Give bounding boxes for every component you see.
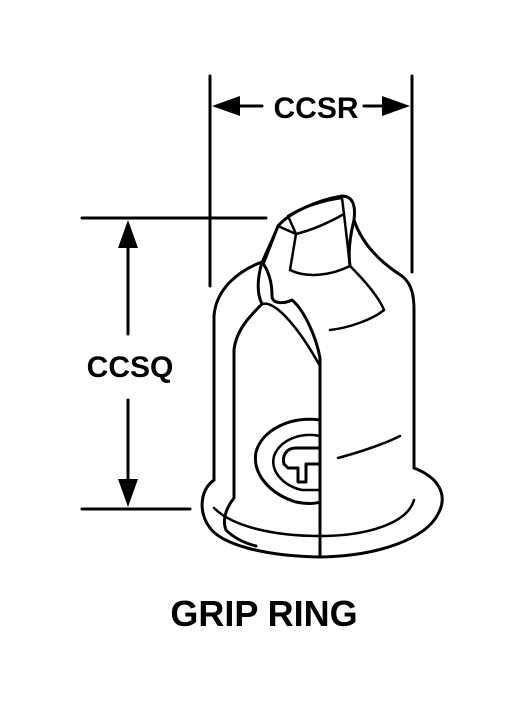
grip-ring-part <box>200 194 444 559</box>
diagram-title: GRIP RING <box>170 593 357 634</box>
height-arrowhead-bottom <box>118 479 138 507</box>
cutaway-outer-edge <box>260 260 322 558</box>
width-arrowhead-left <box>212 96 240 116</box>
tip-flat-face <box>288 212 352 277</box>
cutaway-rim <box>260 302 322 368</box>
cavity-inner <box>272 433 322 492</box>
height-dimension: CCSQ <box>80 216 268 511</box>
width-dimension-label: CCSR <box>273 92 358 125</box>
body-right-wall <box>352 218 416 470</box>
hook-detail <box>282 446 322 484</box>
base-flange-inner <box>212 498 416 538</box>
height-arrowhead-top <box>118 220 138 248</box>
body-shade-right <box>336 434 402 460</box>
tip-cap <box>286 196 346 236</box>
body-crease-right <box>328 264 386 332</box>
cavity-outline <box>253 417 322 505</box>
cutaway-inner-wall <box>222 260 264 548</box>
height-dimension-label: CCSQ <box>87 351 174 384</box>
width-arrowhead-right <box>382 96 410 116</box>
width-dimension: CCSR <box>208 74 414 288</box>
tip-slot <box>260 224 298 264</box>
body-left-wall <box>212 260 264 482</box>
